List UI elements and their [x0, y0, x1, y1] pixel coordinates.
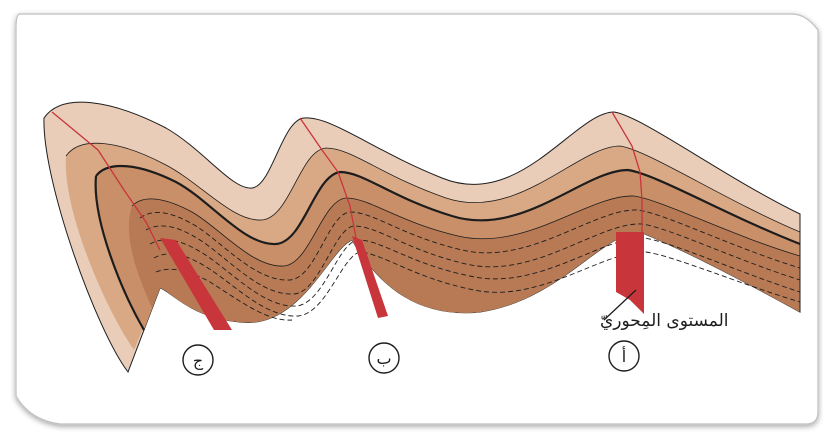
- axial-plane-a: [616, 232, 644, 314]
- boundary-inner: [131, 195, 801, 267]
- boundary-1: [65, 142, 801, 233]
- panel-label-b: ب: [368, 342, 400, 374]
- axial-plane-label: المستوى المِحوريّ: [600, 311, 729, 331]
- axial-plane-c: [160, 238, 232, 330]
- boundary-core: [95, 164, 801, 246]
- circle-icon: [368, 342, 400, 374]
- panel-label-a: أ: [608, 340, 640, 372]
- panel-label-b-text: ب: [376, 349, 391, 368]
- panel-label-a-text: أ: [622, 346, 626, 366]
- panel-label-c-text: ج: [193, 351, 204, 371]
- axial-planes: [160, 232, 644, 330]
- axial-plane-leader: [603, 289, 637, 321]
- dashed-strata: [139, 209, 801, 321]
- folded-strata: [43, 101, 801, 374]
- boundary-core-left: [94, 175, 145, 331]
- circle-icon: [182, 344, 214, 376]
- circle-icon: [608, 340, 640, 372]
- axial-plane-b: [352, 236, 388, 318]
- axial-traces: [51, 111, 643, 251]
- layer-inner: [128, 195, 801, 323]
- panel-label-c: ج: [182, 344, 214, 376]
